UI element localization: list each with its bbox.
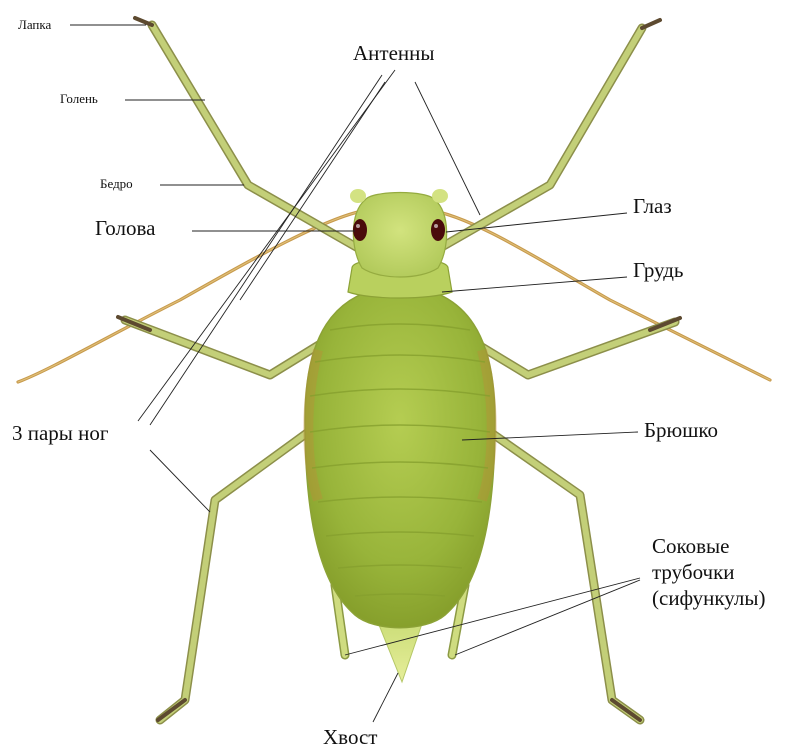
label-thorax: Грудь	[633, 260, 683, 281]
label-siphunculi: Соковые трубочки (сифункулы)	[652, 533, 765, 611]
label-tarsus: Лапка	[18, 18, 51, 31]
label-legs: 3 пары ног	[12, 423, 109, 444]
label-siphunculi-line1: Соковые	[652, 533, 765, 559]
label-abdomen: Брюшко	[644, 420, 718, 441]
label-tibia: Голень	[60, 92, 98, 105]
left-eye	[353, 219, 367, 241]
label-tail: Хвост	[323, 727, 377, 748]
label-antennae: Антенны	[353, 43, 435, 64]
label-head: Голова	[95, 218, 155, 239]
abdomen	[305, 285, 495, 628]
label-siphunculi-line3: (сифункулы)	[652, 585, 765, 611]
label-siphunculi-line2: трубочки	[652, 559, 765, 585]
label-eye: Глаз	[633, 196, 672, 217]
label-femur: Бедро	[100, 177, 133, 190]
head	[350, 189, 448, 277]
right-eye	[431, 219, 445, 241]
